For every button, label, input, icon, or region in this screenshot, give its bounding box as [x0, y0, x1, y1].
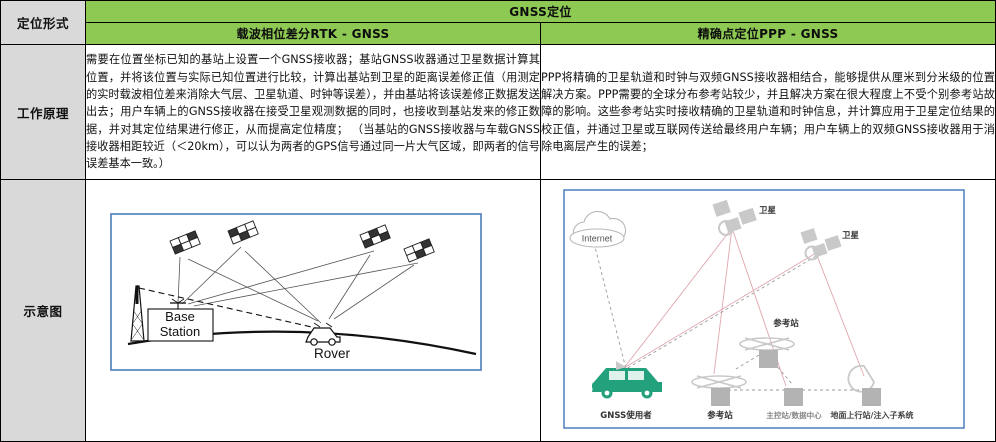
satellite-icon: [403, 237, 435, 263]
row-label-schematic-text: 示意图: [23, 304, 63, 319]
base-station-antenna-icon: [170, 298, 186, 309]
gnss-user-car-icon: [592, 367, 662, 398]
gnss-user-antenna-icon: [616, 360, 626, 370]
internet-cloud-icon: Internet: [569, 210, 627, 248]
satellite-1-label: 卫星: [759, 205, 777, 216]
base-station-label-line1: Base: [165, 309, 195, 324]
row-label-principle: 工作原理: [0, 44, 86, 180]
cell-principle-ppp-text: PPP将精确的卫星轨道和时钟与双频GNSS接收器相结合，能够提供从厘米到分米级的…: [541, 70, 995, 154]
satellite-icon: [712, 199, 757, 236]
ppp-ground-links: [593, 242, 864, 390]
rtk-satellites: [169, 219, 435, 263]
control-center-label: 主控站/数据中心: [766, 410, 822, 420]
satellite-2-label: 卫星: [842, 230, 860, 241]
reference-station-bottom-icon: [691, 374, 747, 406]
rover-antenna-icon: [313, 322, 333, 327]
correction-link-dashed: [138, 286, 317, 329]
rtk-diagram-frame: [110, 212, 482, 371]
group-header-text: GNSS定位: [509, 5, 572, 19]
rover-car-icon: [305, 326, 341, 346]
cell-schematic-ppp: Internet 卫星: [540, 179, 996, 442]
internet-label: Internet: [582, 233, 613, 243]
column-header-ppp-text: 精确点定位PPP - GNSS: [697, 27, 839, 41]
control-center-icon: [784, 387, 803, 406]
cell-principle-rtk-text: 需要在位置坐标已知的基站上设置一个GNSS接收器；基站GNSS收器通过卫星数据计…: [86, 53, 540, 171]
reference-station-bottom-label: 参考站: [707, 410, 733, 421]
ppp-gnss-schematic: Internet 卫星: [563, 188, 965, 429]
base-station-label-line2: Station: [160, 324, 200, 339]
column-header-rtk-text: 载波相位差分RTK - GNSS: [236, 27, 390, 41]
reference-station-top-icon: [739, 336, 795, 368]
table-header-row-columns: 载波相位差分RTK - GNSS 精确点定位PPP - GNSS: [1, 22, 996, 45]
satellite-icon: [169, 229, 201, 255]
table-row: 示意图: [0, 179, 996, 442]
column-header-rtk: 载波相位差分RTK - GNSS: [85, 22, 541, 45]
rtk-diagram-wrap: Base Station: [86, 180, 540, 441]
row-label-header-text: 定位形式: [16, 16, 69, 31]
row-label-schematic: 示意图: [0, 179, 86, 442]
column-header-ppp: 精确点定位PPP - GNSS: [540, 22, 996, 45]
table-header-row-group: 定位形式 GNSS定位: [0, 0, 996, 45]
reference-station-top-label: 参考站: [773, 318, 799, 329]
rtk-signal-rays: [177, 246, 419, 323]
uplink-station-label: 地面上行站/注入子系统: [831, 410, 914, 420]
gnss-user-label: GNSS使用者: [600, 410, 652, 421]
ppp-diagram-wrap: Internet 卫星: [541, 180, 995, 441]
satellite-icon: [800, 227, 842, 260]
uplink-station-icon: [847, 364, 881, 406]
row-label-principle-text: 工作原理: [16, 105, 69, 121]
satellite-icon: [227, 219, 259, 245]
base-station-box: [147, 307, 214, 342]
cell-schematic-rtk: Base Station: [85, 179, 541, 442]
base-station-tower-icon: [130, 284, 145, 342]
row-label-header-cell: 定位形式: [0, 0, 86, 45]
satellite-icon: [359, 223, 391, 249]
table-row: 工作原理 需要在位置坐标已知的基站上设置一个GNSS接收器；基站GNSS收器通过…: [0, 44, 996, 180]
rover-label: Rover: [314, 346, 351, 361]
rtk-gnss-schematic: Base Station: [110, 212, 482, 371]
cell-principle-rtk: 需要在位置坐标已知的基站上设置一个GNSS接收器；基站GNSS收器通过卫星数据计…: [85, 44, 541, 180]
group-header-cell: GNSS定位: [85, 0, 996, 23]
cell-principle-ppp: PPP将精确的卫星轨道和时钟与双频GNSS接收器相结合，能够提供从厘米到分米级的…: [540, 44, 996, 180]
